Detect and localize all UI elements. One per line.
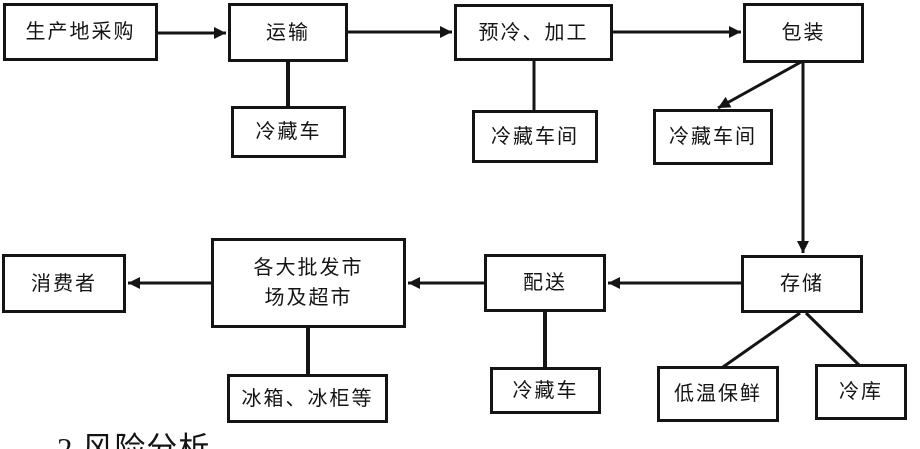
node-low-temp-preservation-label: 低温保鲜 <box>674 383 762 405</box>
node-storage-label: 存储 <box>780 273 824 295</box>
node-production-purchase-label: 生产地采购 <box>25 21 136 43</box>
node-fridges-freezers: 冰箱、冰柜等 <box>227 374 388 423</box>
section-heading: 2 风险分析 <box>57 431 211 449</box>
node-delivery-label: 配送 <box>523 272 567 294</box>
node-cold-workshop-1-label: 冷藏车间 <box>491 125 579 148</box>
node-fridges-freezers-label: 冰箱、冰柜等 <box>241 387 374 410</box>
node-transport: 运输 <box>228 3 348 62</box>
node-cold-workshop-2-label: 冷藏车间 <box>669 126 757 148</box>
line-storage-to-low-temp <box>722 311 801 369</box>
node-wholesale-markets: 各大批发市 场及超市 <box>211 238 406 328</box>
node-wholesale-markets-label-line2: 场及超市 <box>264 287 353 309</box>
line-storage-to-cold-warehouse <box>804 311 861 367</box>
node-cold-warehouse: 冷库 <box>815 364 907 420</box>
node-consumer: 消费者 <box>2 254 126 313</box>
arrow-packaging-to-cold-workshop-2 <box>717 60 802 110</box>
node-production-purchase: 生产地采购 <box>3 3 158 61</box>
node-transport-label: 运输 <box>266 21 310 44</box>
node-refrigerated-truck-1-label: 冷藏车 <box>255 121 322 143</box>
node-packaging: 包装 <box>743 3 864 63</box>
node-refrigerated-truck-2: 冷藏车 <box>490 367 601 414</box>
node-precooling-processing-label: 预冷、加工 <box>478 21 589 44</box>
node-delivery: 配送 <box>484 254 606 312</box>
node-precooling-processing: 预冷、加工 <box>454 4 613 61</box>
node-low-temp-preservation: 低温保鲜 <box>657 366 779 422</box>
node-refrigerated-truck-2-label: 冷藏车 <box>512 379 579 402</box>
node-packaging-label: 包装 <box>781 22 826 44</box>
node-storage: 存储 <box>741 255 863 313</box>
node-cold-warehouse-label: 冷库 <box>839 381 883 403</box>
node-cold-workshop-2: 冷藏车间 <box>653 109 773 165</box>
node-refrigerated-truck-1: 冷藏车 <box>231 106 346 158</box>
node-cold-workshop-1: 冷藏车间 <box>472 110 598 163</box>
node-wholesale-markets-label-line1: 各大批发市 <box>253 257 364 279</box>
node-consumer-label: 消费者 <box>31 272 97 295</box>
